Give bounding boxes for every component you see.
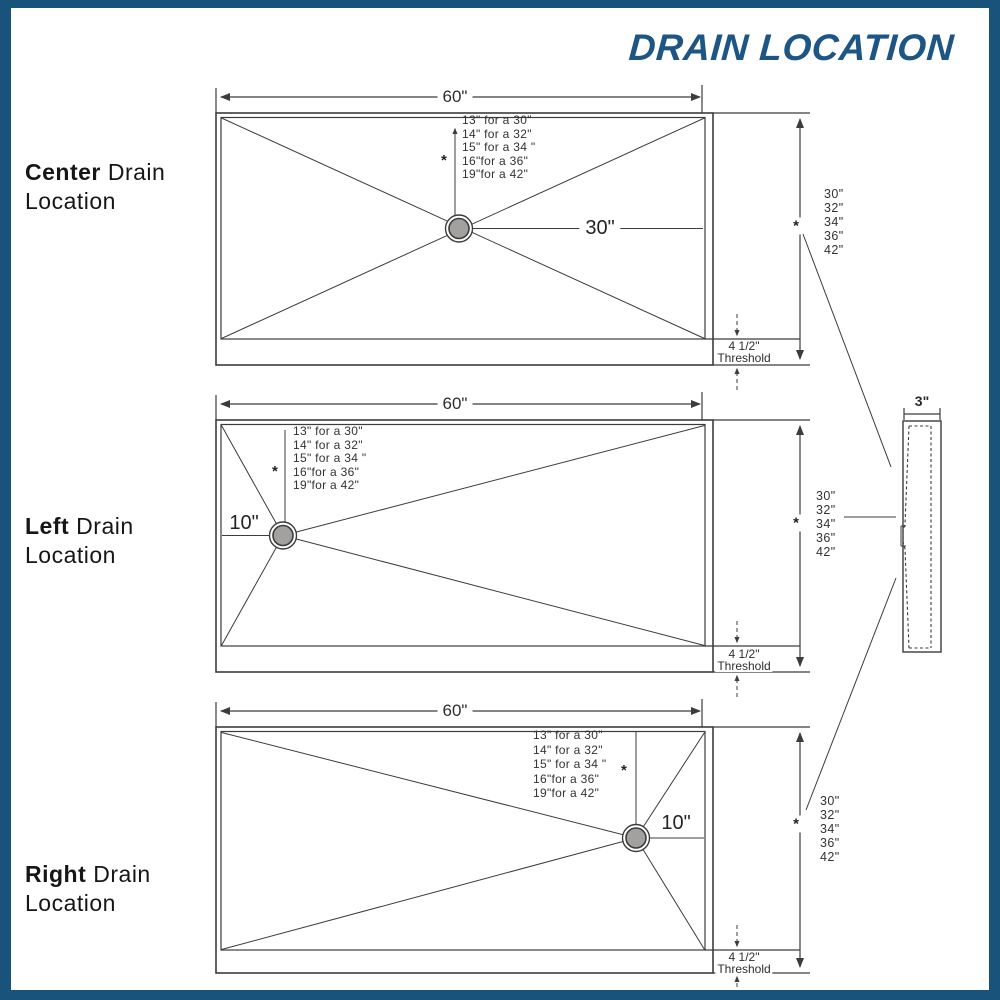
height-option: 34" (816, 517, 836, 531)
width-dimension-label: 60" (437, 87, 473, 107)
pan-inner-edge (220, 116, 706, 340)
drain-distance-notes: 13" for a 30" 14" for a 32" 15" for a 34… (533, 728, 606, 801)
threshold-value: 4 1/2" (726, 339, 762, 353)
side-thickness-label: 3" (914, 393, 930, 409)
note-row: 19"for a 42" (462, 167, 529, 181)
height-dim-asterisk: * (791, 815, 801, 833)
note-row: 13" for a 30" (533, 728, 603, 742)
label-line2: Location (25, 188, 116, 214)
note-asterisk: * (441, 152, 447, 169)
label-rest: Drain (107, 159, 166, 185)
width-dimension-label: 60" (437, 394, 473, 414)
threshold-label: Threshold (715, 659, 773, 673)
drain-offset-label: 10" (661, 812, 691, 834)
label-rest: Drain (93, 861, 151, 887)
height-option: 32" (824, 201, 844, 215)
threshold-label: Threshold (715, 962, 773, 976)
label-line2: Location (25, 890, 116, 916)
note-row: 15" for a 34 " (533, 757, 607, 771)
center-drain-diagram (215, 85, 810, 390)
label-bold: Center (25, 159, 101, 185)
page-title: DRAIN LOCATION (627, 27, 956, 68)
drain-offset-label: 30" (579, 217, 621, 240)
height-dim-asterisk: * (791, 514, 801, 532)
pan-outer-edge (215, 726, 714, 974)
label-bold: Right (25, 861, 87, 887)
pan-outer-edge (215, 112, 714, 366)
height-options-list: 30" 32" 34" 36" 42" (824, 187, 844, 257)
height-option: 36" (820, 836, 840, 850)
height-options-list: 30" 32" 34" 36" 42" (816, 489, 836, 559)
threshold-value: 4 1/2" (726, 647, 762, 661)
height-option: 34" (820, 822, 840, 836)
pan-inner-edge (220, 423, 706, 647)
height-option: 32" (820, 808, 840, 822)
drain (625, 827, 647, 849)
pan-outer-edge (215, 419, 714, 673)
height-option: 42" (816, 545, 836, 559)
note-row: 19"for a 42" (293, 478, 360, 492)
height-option: 42" (824, 243, 844, 257)
side-profile-view (802, 233, 942, 811)
note-row: 14" for a 32" (293, 437, 363, 452)
height-option: 32" (816, 503, 836, 517)
height-options-list: 30" 32" 34" 36" 42" (820, 794, 840, 864)
height-option: 42" (820, 850, 840, 864)
note-row: 16"for a 36" (533, 771, 600, 786)
note-row: 15" for a 34 " (293, 451, 367, 465)
slope-profile (902, 425, 910, 649)
note-asterisk: * (272, 463, 278, 480)
note-asterisk: * (621, 762, 627, 779)
drain (272, 524, 294, 547)
height-option: 36" (824, 229, 844, 243)
height-option: 30" (816, 489, 836, 503)
note-row: 19"for a 42" (533, 786, 600, 800)
drain-distance-notes: 13" for a 30" 14" for a 32" 15" for a 34… (293, 424, 367, 493)
left-drain-diagram (215, 392, 810, 697)
label-line2: Location (25, 542, 116, 568)
right-drain-diagram (215, 699, 810, 994)
drain-notch (900, 525, 906, 547)
note-row: 15" for a 34 " (462, 140, 536, 154)
note-row: 14" for a 32" (462, 126, 532, 141)
threshold-value: 4 1/2" (726, 950, 762, 964)
drain-distance-notes: 13" for a 30" 14" for a 32" 15" for a 34… (462, 113, 536, 182)
note-row: 13" for a 30" (462, 113, 532, 127)
note-row: 13" for a 30" (293, 424, 363, 438)
note-row: 16"for a 36" (293, 464, 360, 479)
label-bold: Left (25, 513, 70, 539)
panel-outline (902, 420, 942, 653)
height-option: 36" (816, 531, 836, 545)
width-dimension-label: 60" (437, 701, 473, 721)
note-row: 16"for a 36" (462, 153, 529, 168)
height-option: 34" (824, 215, 844, 229)
label-rest: Drain (76, 513, 134, 539)
drain (448, 217, 470, 240)
leader-lines (802, 233, 897, 811)
drain-offset-label: 10" (229, 512, 259, 534)
pan-inner-edge (220, 730, 706, 951)
threshold-label: Threshold (715, 351, 773, 365)
height-dim-asterisk: * (791, 217, 801, 235)
note-row: 14" for a 32" (533, 742, 603, 757)
height-option: 30" (824, 187, 844, 201)
height-option: 30" (820, 794, 840, 808)
